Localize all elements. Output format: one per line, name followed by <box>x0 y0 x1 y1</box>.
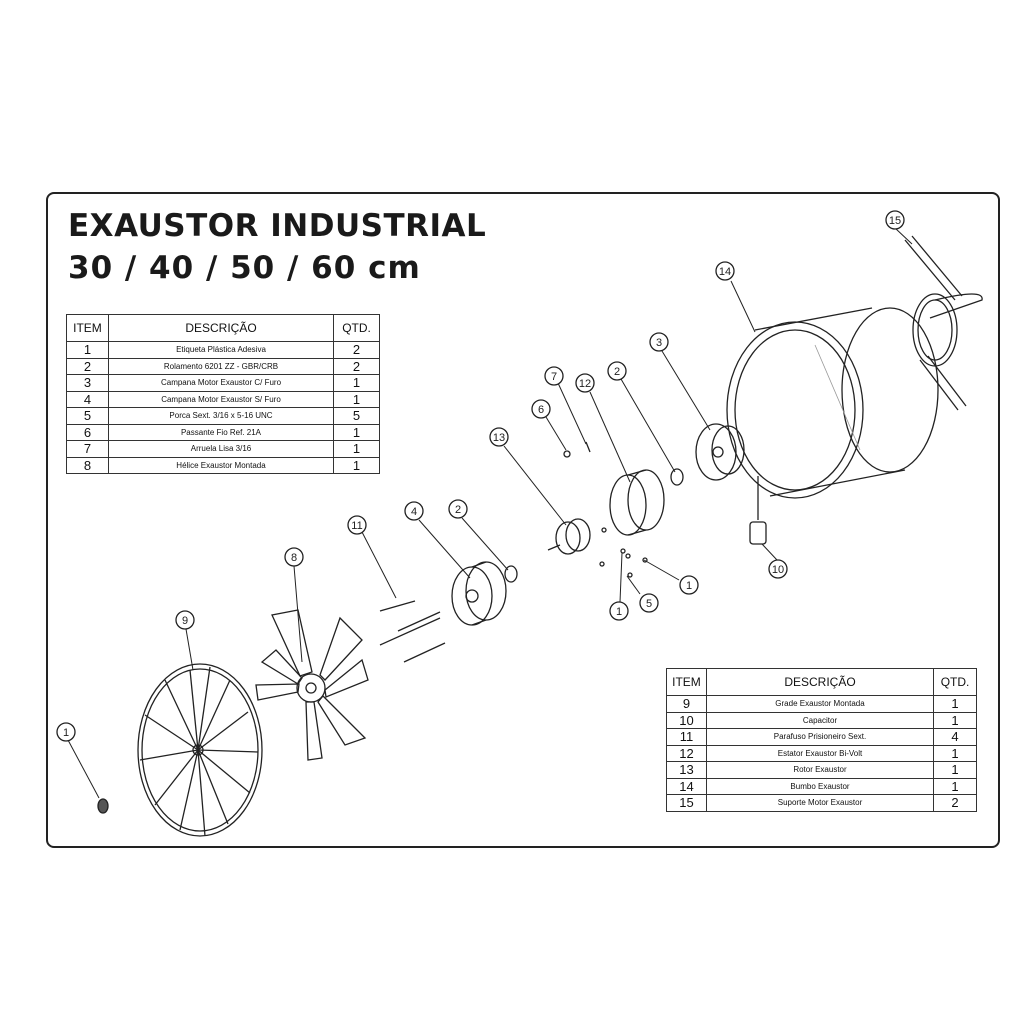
motor-bell-with-hole <box>695 423 745 481</box>
table-header-row: ITEM DESCRIÇÃO QTD. <box>66 314 380 342</box>
flat-washer <box>585 441 591 453</box>
callout-label: 4 <box>411 506 417 518</box>
wire-grommet <box>563 450 571 458</box>
callout-label: 10 <box>772 564 784 576</box>
adhesive-label <box>97 798 109 814</box>
callout-label: 7 <box>551 371 557 383</box>
rotor <box>547 518 591 555</box>
callout-balloon <box>489 427 509 447</box>
callout-label: 2 <box>455 504 461 516</box>
callout-leaders <box>67 227 913 799</box>
table-header-row: ITEM DESCRIÇÃO QTD. <box>666 668 977 696</box>
callout-label: 8 <box>291 552 297 564</box>
callout-balloon <box>544 366 564 386</box>
description-cell: Suporte Motor Exaustor <box>705 794 935 812</box>
header-qty: QTD. <box>333 314 380 342</box>
bearing <box>670 468 684 486</box>
callout-balloon <box>768 559 788 579</box>
qty-cell: 1 <box>333 456 380 474</box>
callout-label: 14 <box>719 266 731 278</box>
qty-cell: 1 <box>333 390 380 408</box>
small-fasteners <box>599 527 648 578</box>
callout-label: 6 <box>538 404 544 416</box>
callout-balloon <box>679 575 699 595</box>
callout-balloon <box>575 373 595 393</box>
callout-balloon <box>885 210 905 230</box>
callout-label: 1 <box>686 580 692 592</box>
callout-balloon <box>639 593 659 613</box>
bearing-lower <box>504 565 518 583</box>
fan-propeller <box>255 609 369 761</box>
callout-balloon <box>531 399 551 419</box>
callout-balloon <box>56 722 76 742</box>
callout-label: 1 <box>63 727 69 739</box>
motor-support-bracket <box>904 235 983 411</box>
callout-balloon <box>404 501 424 521</box>
header-description: DESCRIÇÃO <box>705 668 935 696</box>
qty-cell: 1 <box>333 440 380 458</box>
exhaust-drum <box>726 307 939 499</box>
item-cell: 15 <box>666 794 707 812</box>
motor-bell-without-hole <box>451 561 507 626</box>
callout-balloon <box>607 361 627 381</box>
callout-balloon <box>609 601 629 621</box>
stator <box>609 469 665 536</box>
callout-balloon <box>715 261 735 281</box>
callout-label: 3 <box>656 337 662 349</box>
callout-label: 11 <box>351 520 362 532</box>
callout-label: 12 <box>579 378 591 390</box>
callout-balloon <box>347 515 367 535</box>
callout-label: 2 <box>614 366 620 378</box>
callout-balloon <box>284 547 304 567</box>
page-subtitle: 30 / 40 / 50 / 60 cm <box>68 250 421 286</box>
callout-label: 9 <box>182 615 188 627</box>
header-qty: QTD. <box>933 668 977 696</box>
callout-label: 5 <box>646 598 652 610</box>
stud-bolts <box>379 600 446 663</box>
header-item: ITEM <box>66 314 109 342</box>
fan-grill <box>137 663 263 837</box>
callout-balloon <box>175 610 195 630</box>
capacitor <box>749 476 767 545</box>
description-cell: Hélice Exaustor Montada <box>107 456 335 474</box>
qty-cell: 2 <box>933 794 977 812</box>
callout-label: 1 <box>616 606 622 618</box>
callout-balloon <box>448 499 468 519</box>
callout-label: 13 <box>493 432 505 444</box>
callout-balloon <box>649 332 669 352</box>
page-title: EXAUSTOR INDUSTRIAL <box>68 208 487 244</box>
header-description: DESCRIÇÃO <box>107 314 335 342</box>
callout-label: 15 <box>889 215 901 227</box>
